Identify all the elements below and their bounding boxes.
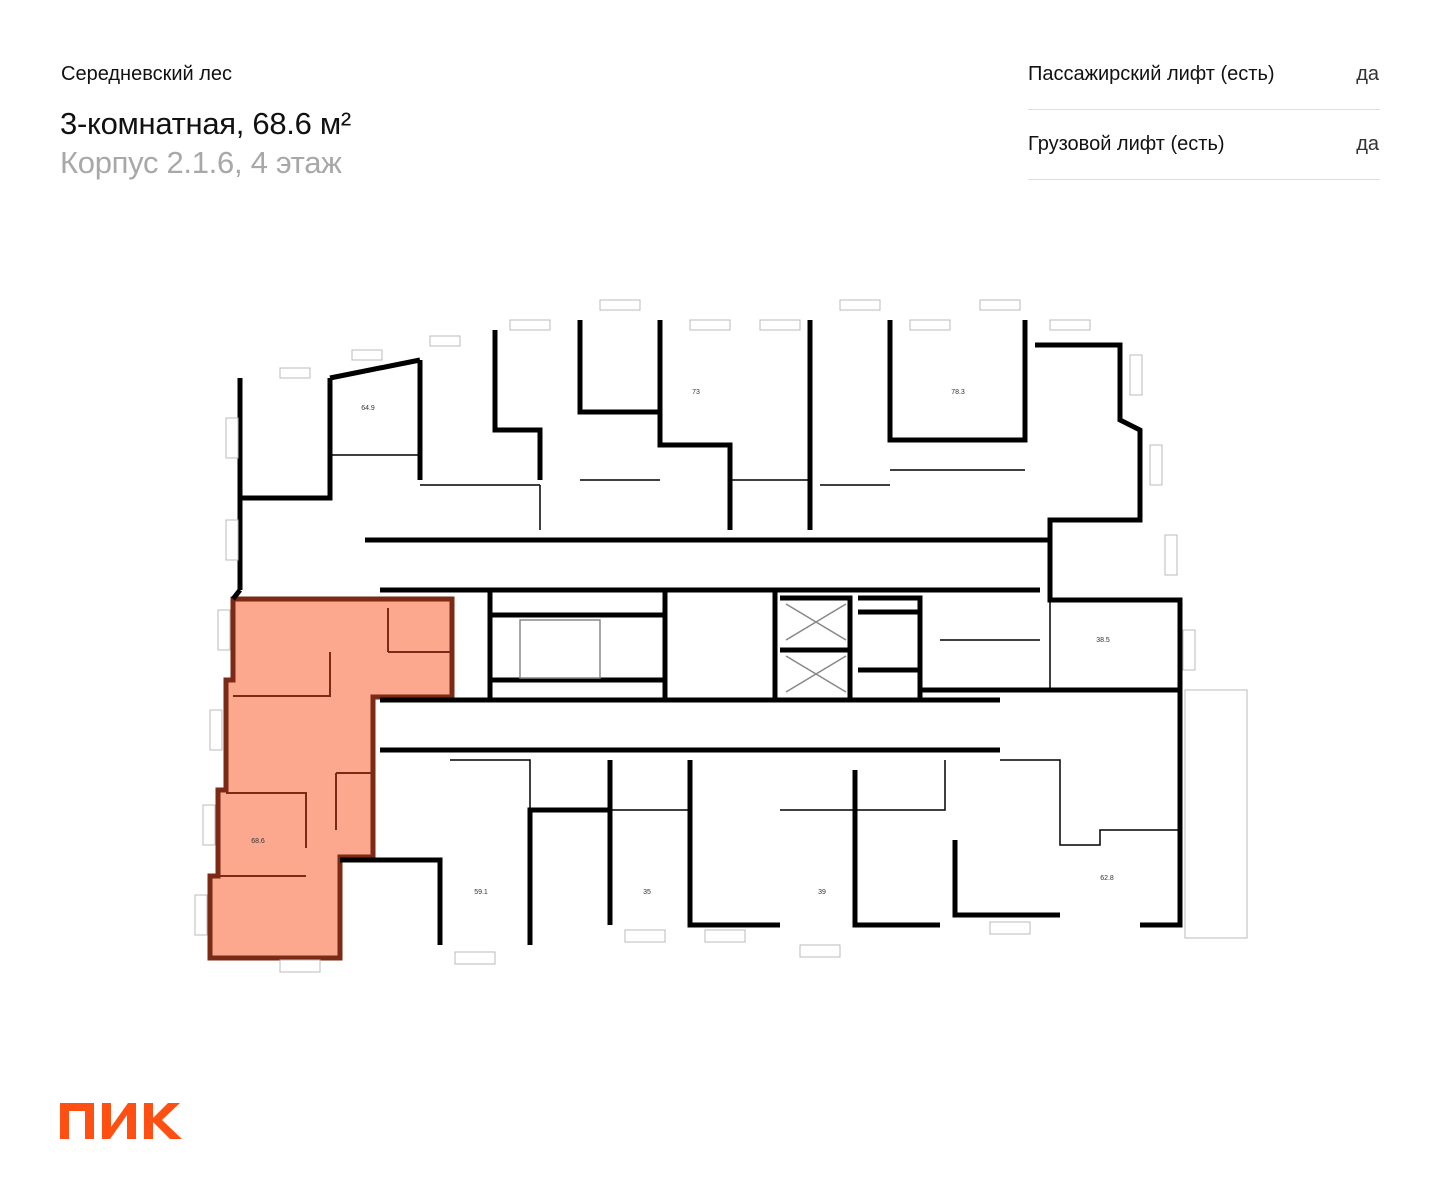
feature-value: да (1356, 133, 1379, 155)
apartment-area-label: 38.5 (1096, 637, 1110, 644)
apartment-area-label: 35 (643, 889, 651, 896)
feature-passenger-lift: Пассажирский лифт (есть) да (1028, 63, 1380, 110)
page-title: 3-комнатная, 68.6 м² (60, 106, 351, 141)
apartment-area-label: 62.8 (1100, 875, 1114, 882)
apartment-area-label: 78.3 (951, 389, 965, 396)
apartment-area-label: 39 (818, 889, 826, 896)
complex-name: Середневский лес (61, 63, 233, 85)
apartment-area-label: 64.9 (361, 405, 375, 412)
selected-apartment[interactable] (207, 596, 455, 961)
apartment-area-label: 73 (692, 389, 700, 396)
feature-freight-lift: Грузовой лифт (есть) да (1028, 133, 1380, 180)
apartment-area-label: 68.6 (251, 838, 265, 845)
feature-label: Пассажирский лифт (есть) (1028, 63, 1275, 85)
feature-value: да (1356, 63, 1379, 85)
feature-label: Грузовой лифт (есть) (1028, 133, 1225, 155)
pik-logo (60, 1103, 182, 1139)
building-floor: Корпус 2.1.6, 4 этаж (60, 145, 342, 180)
apartment-area-label: 59.1 (474, 889, 488, 896)
